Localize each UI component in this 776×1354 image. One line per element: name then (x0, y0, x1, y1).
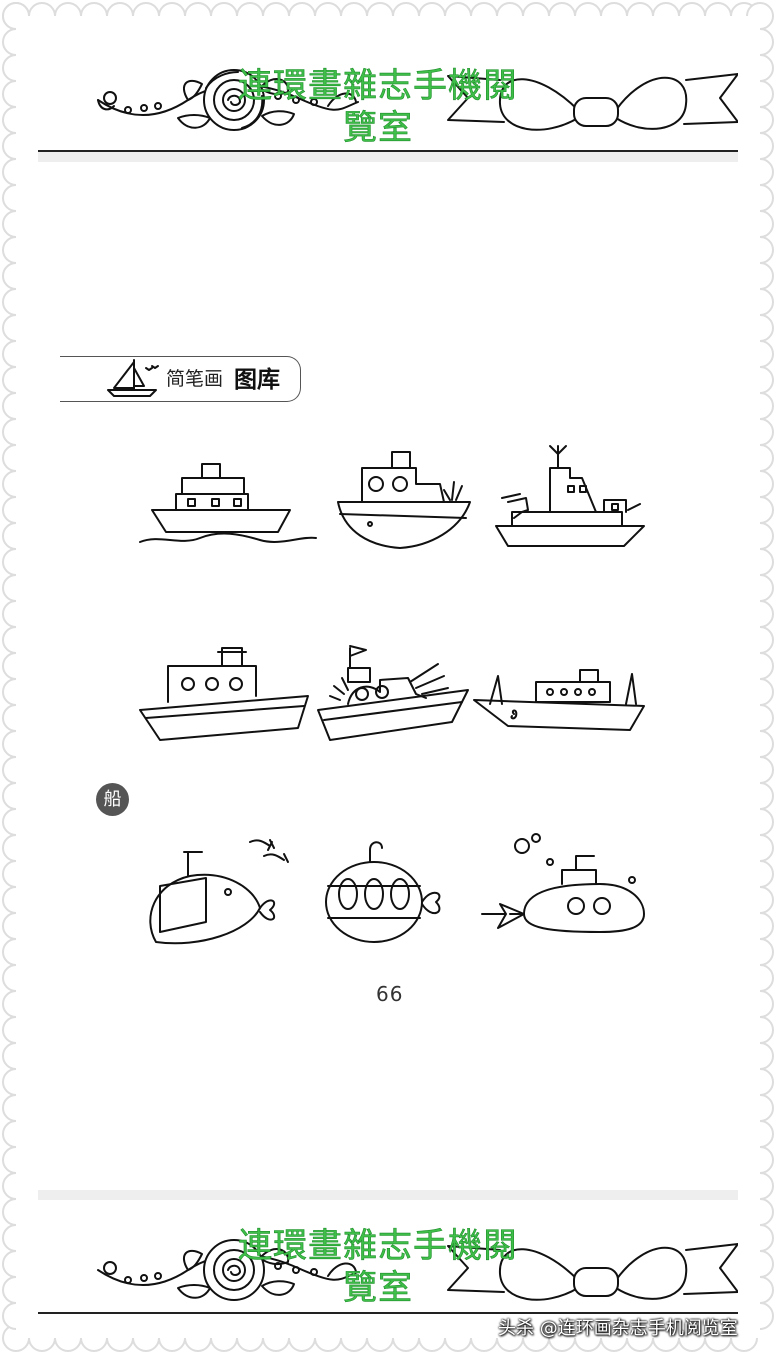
steamship-icon (139, 647, 309, 741)
category-badge: 船 (96, 783, 129, 816)
header-banner: 連環畫雜志手機閱 覽室 (38, 40, 738, 164)
submarine-icon (481, 833, 645, 933)
footer-banner: 連環畫雜志手機閱 覽室 (38, 1200, 738, 1324)
round-submarine-icon (325, 841, 441, 943)
footer-title-line1: 連環畫雜志手機閱 (238, 1226, 518, 1267)
footer-shadow (38, 1190, 738, 1200)
watermark-text: 头杀 @连环画杂志手机阅览室 (498, 1318, 738, 1339)
tugboat-icon (337, 451, 471, 549)
drawings-area (139, 445, 645, 945)
flower-vine-icon (97, 1239, 738, 1301)
page-number: 66 (376, 982, 404, 1006)
footer-divider (38, 1312, 738, 1314)
header-shadow (38, 152, 738, 162)
flower-vine-icon (97, 69, 738, 131)
ship-icon (139, 463, 317, 543)
header-title-line1: 連環畫雜志手機閱 (238, 66, 518, 107)
section-tag-label: 简笔画 (166, 368, 224, 390)
section-tag-bold-label: 图库 (234, 367, 280, 393)
sailboat-icon (107, 359, 159, 397)
warship-icon (495, 445, 645, 547)
gunboat-icon (317, 645, 469, 741)
cargo-ship-icon (473, 669, 645, 731)
header-divider (38, 150, 738, 152)
section-tag (60, 356, 301, 402)
submarine-icon (149, 839, 289, 945)
footer-title-line2: 覽室 (343, 1268, 413, 1309)
header-title-line2: 覽室 (343, 108, 413, 149)
